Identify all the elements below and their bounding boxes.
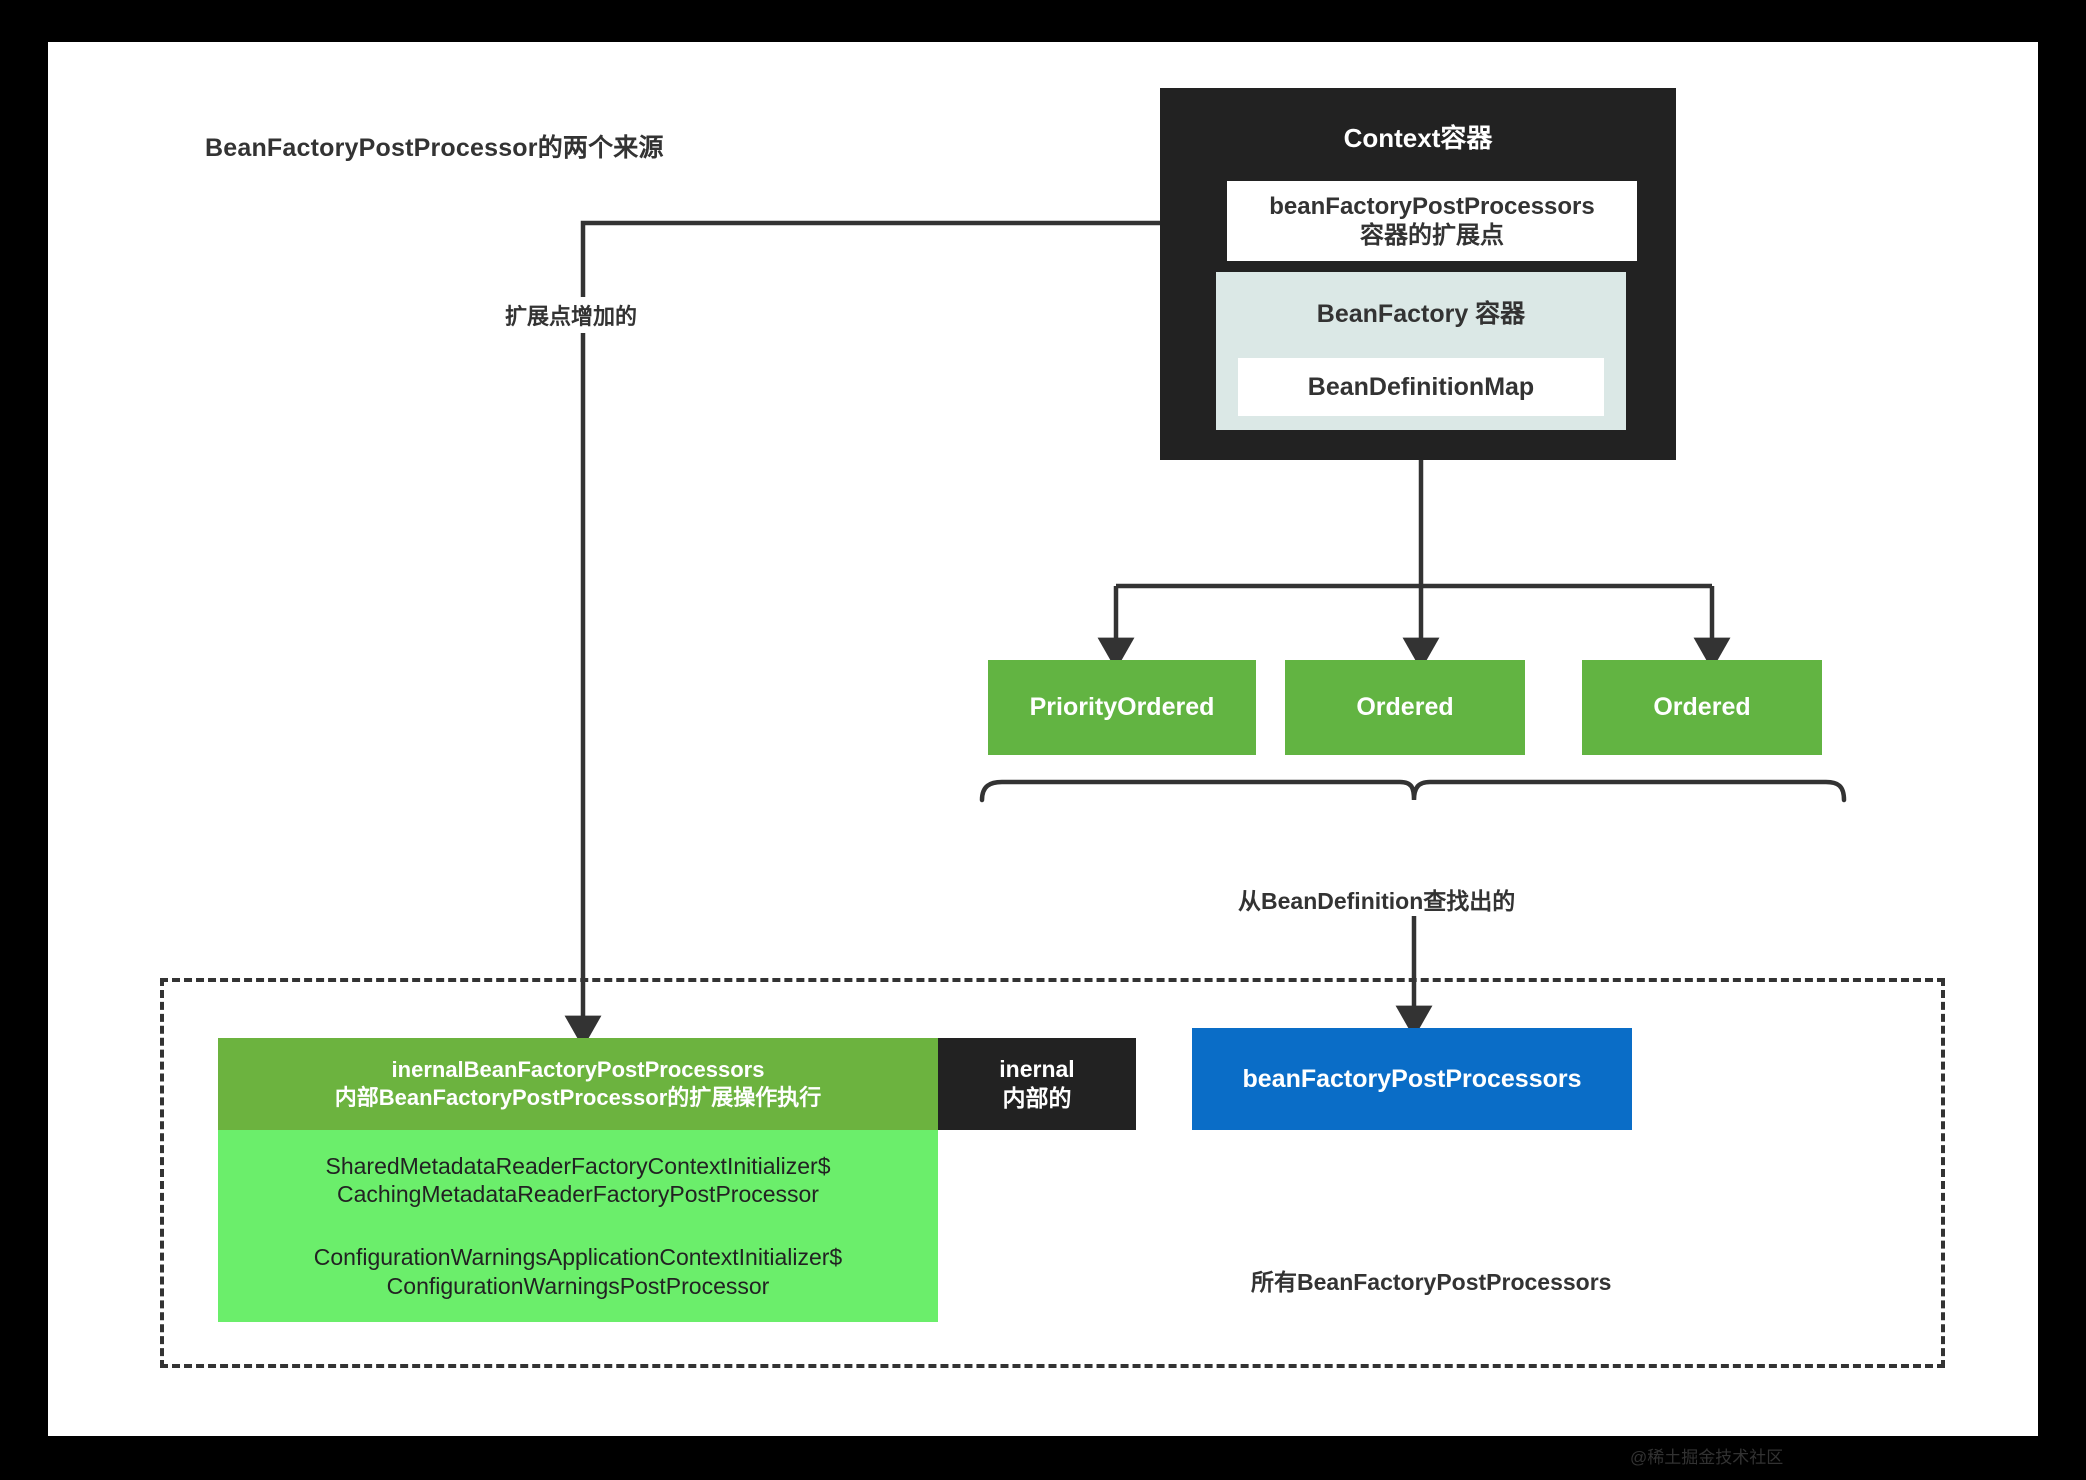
bean-factory-container-title: BeanFactory 容器	[1316, 300, 1526, 328]
all-bfpp-dashed-region	[160, 978, 1945, 1368]
ordered-box-ordered-2: Ordered	[1582, 660, 1822, 755]
diagram-title: BeanFactoryPostProcessor的两个来源	[205, 134, 664, 162]
internal-tag-box: inernal 内部的	[938, 1038, 1136, 1130]
internal-bfpp-header-box: inernalBeanFactoryPostProcessors 内部BeanF…	[218, 1038, 938, 1130]
internal-header-line2: 内部BeanFactoryPostProcessor的扩展操作执行	[334, 1085, 822, 1110]
list-item: ConfigurationWarningsApplicationContextI…	[313, 1244, 843, 1299]
ordered-box-priority-ordered: PriorityOrdered	[988, 660, 1256, 755]
extension-point-added-label: 扩展点增加的	[499, 297, 644, 333]
list-item: SharedMetadataReaderFactoryContextInitia…	[325, 1152, 831, 1208]
extension-point-line2: 容器的扩展点	[1360, 222, 1504, 249]
all-bfpp-caption: 所有BeanFactoryPostProcessors	[1251, 1269, 1612, 1295]
context-container-title: Context容器	[1343, 123, 1493, 153]
internal-processor-list: SharedMetadataReaderFactoryContextInitia…	[218, 1130, 938, 1322]
bean-factory-post-processors-extension-point-box: beanFactoryPostProcessors 容器的扩展点	[1227, 181, 1637, 261]
ordered-box-ordered-1: Ordered	[1285, 660, 1525, 755]
from-bean-definition-label: 从BeanDefinition查找出的	[1238, 888, 1516, 914]
internal-header-line1: inernalBeanFactoryPostProcessors	[391, 1057, 765, 1083]
bean-definition-map-box: BeanDefinitionMap	[1238, 358, 1604, 416]
extension-point-line1: beanFactoryPostProcessors	[1269, 192, 1595, 220]
watermark: @稀土掘金技术社区	[1630, 1448, 1784, 1467]
bean-factory-post-processors-blue-box: beanFactoryPostProcessors	[1192, 1028, 1632, 1130]
internal-tag-line2: 内部的	[1002, 1085, 1072, 1111]
internal-tag-line1: inernal	[999, 1056, 1075, 1083]
